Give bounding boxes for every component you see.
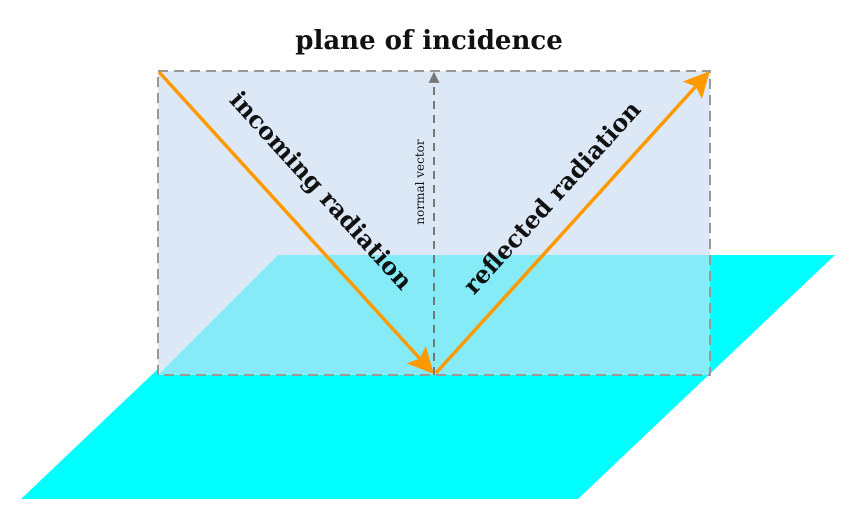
diagram-title: plane of incidence bbox=[295, 26, 562, 56]
plane-of-incidence-border bbox=[157, 70, 711, 376]
incoming-radiation-arrow bbox=[157, 70, 434, 374]
reflected-radiation-arrow bbox=[434, 71, 710, 375]
normal-vector-label: normal vector bbox=[413, 139, 427, 225]
